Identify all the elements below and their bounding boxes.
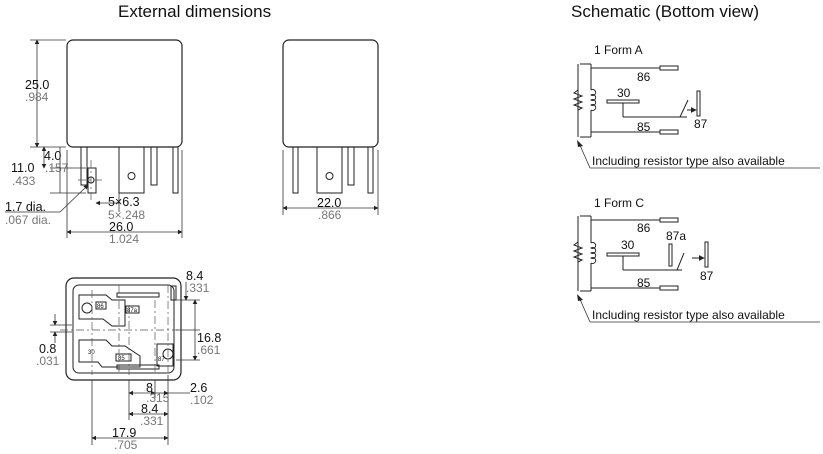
side-view: 22.0 .866: [282, 39, 379, 222]
bottom-d2-mm-label: 16.8: [197, 331, 221, 345]
bottom-d3-mm-label: 0.8: [39, 342, 56, 356]
form-c-terminal-85: 85: [637, 276, 651, 290]
form-a-terminal-86: 86: [637, 70, 651, 84]
bottom-d6-mm-label: 8.4: [141, 402, 158, 416]
pin-label-87: 87: [158, 357, 165, 363]
width-mm-label: 26.0: [109, 220, 133, 234]
pin-right: [172, 146, 179, 194]
pin-small: [87, 167, 97, 194]
schematic-title: Schematic (Bottom view): [571, 2, 759, 21]
bottom-view: 86 87a 30 85 87 8.4 .331 16.8 .661: [36, 269, 221, 452]
bottom-d4-in-label: .315: [146, 391, 170, 405]
terminal-in-label: 5×.248: [108, 208, 145, 222]
pin-label-85: 85: [118, 356, 125, 362]
pin-label-87a: 87a: [127, 308, 138, 314]
pin-length-mm-label: 4.0: [44, 149, 61, 163]
bottom-d2-in-label: .661: [197, 343, 221, 357]
side-pin-right: [367, 146, 374, 194]
bottom-d5-mm-label: 2.6: [190, 381, 207, 395]
bottom-d6-in-label: .331: [140, 414, 164, 428]
pin-mid: [150, 146, 158, 186]
depth-mm-label: 22.0: [317, 196, 341, 210]
side-terminal-hole: [325, 172, 334, 180]
bottom-d3-in-label: .031: [36, 354, 60, 368]
front-view: 25.0 .984 4.0 .157 11.0 .433 1.7 dia. .0…: [5, 39, 183, 246]
width-in-label: 1.024: [109, 232, 139, 246]
form-c-title: 1 Form C: [594, 196, 644, 210]
form-c-terminal-87a: 87a: [666, 229, 686, 243]
bottom-d5-in-label: .102: [190, 393, 214, 407]
pin-label-30: 30: [88, 350, 95, 356]
pin-left: [80, 146, 88, 186]
pin-offset-mm-label: 11.0: [11, 161, 34, 175]
side-terminal: [316, 146, 343, 194]
external-dimensions-title: External dimensions: [118, 2, 272, 21]
pin-length-in-label: .157: [45, 161, 69, 175]
terminal-center: [118, 146, 145, 194]
terminal-mm-label: 5×6.3: [108, 195, 140, 209]
bottom-d1-in-label: .331: [186, 281, 210, 295]
form-a-terminal-30: 30: [617, 86, 631, 100]
bottom-d7-mm-label: 17.9: [112, 426, 136, 440]
side-pin-mid: [347, 146, 355, 186]
form-a-title: 1 Form A: [594, 43, 643, 57]
height-mm-label: 25.0: [25, 78, 49, 92]
relay-bottom-outer: [65, 277, 182, 381]
side-pin-left: [292, 146, 299, 194]
height-in-label: .984: [25, 90, 49, 104]
form-a-terminal-87: 87: [694, 117, 708, 131]
depth-in-label: .866: [318, 208, 342, 222]
form-c-terminal-30: 30: [621, 238, 635, 252]
form-c-schematic: 1 Form C 86 85 30 87a 87 Including resis…: [572, 196, 820, 323]
hole-dia-mm-label: 1.7 dia.: [5, 200, 46, 214]
form-a-terminal-85: 85: [637, 120, 651, 134]
pin-label-86: 86: [97, 304, 104, 310]
bottom-d4-mm-label: 8: [146, 381, 153, 395]
bottom-d7-in-label: .705: [114, 438, 138, 452]
pin-offset-in-label: .433: [12, 174, 36, 188]
form-a-note: Including resistor type also available: [592, 154, 785, 168]
relay-body-front: [66, 39, 183, 148]
terminal-hole: [127, 172, 136, 180]
form-a-schematic: 1 Form A 86 85 30 87 Including resistor …: [572, 43, 820, 169]
hole-dia-in-label: .067 dia.: [5, 213, 51, 227]
form-c-note: Including resistor type also available: [592, 308, 785, 322]
form-c-terminal-87: 87: [700, 269, 714, 283]
bottom-d1-mm-label: 8.4: [186, 269, 203, 283]
relay-body-side: [282, 39, 379, 148]
form-c-terminal-86: 86: [637, 221, 651, 235]
